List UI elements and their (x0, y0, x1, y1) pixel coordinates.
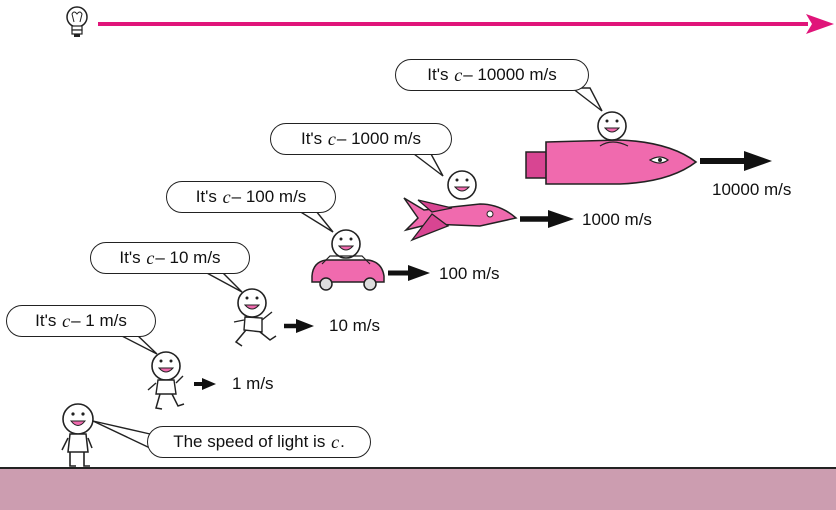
walking-figure (147, 351, 185, 410)
bubble-prefix: It's (35, 311, 57, 330)
speed-arrow-2 (284, 319, 314, 333)
bubble-symbol: c (62, 310, 71, 331)
rocket-figure (525, 111, 698, 185)
speed-arrow-5 (700, 151, 772, 171)
observer-figure (61, 403, 94, 467)
observer-statement: The speed of light is (173, 432, 326, 451)
speed-label-3: 100 m/s (439, 264, 500, 283)
speed-arrow-1 (194, 378, 216, 390)
bubble-relative-speed: – 10000 m/s (463, 65, 557, 84)
bubble-tail-4 (411, 153, 444, 177)
speech-bubble-1: It's c– 1 m/s (6, 305, 156, 337)
speech-bubble-3: It's c– 100 m/s (166, 181, 336, 213)
speed-label-5: 10000 m/s (712, 180, 792, 199)
bubble-prefix: It's (300, 129, 323, 148)
bubble-relative-speed: – 1 m/s (71, 311, 127, 330)
bubble-tail-3 (296, 210, 334, 233)
bubble-tail-5 (569, 87, 603, 112)
observer-speech-bubble: The speed of light is c. (147, 426, 371, 458)
running-figure (233, 288, 277, 347)
car-figure (311, 229, 385, 291)
speed-label-4: 1000 m/s (582, 210, 652, 229)
bubble-symbol: c (222, 186, 231, 207)
bubble-relative-speed: – 10 m/s (155, 248, 221, 267)
speech-bubble-5: It's c– 10000 m/s (395, 59, 589, 91)
bubble-prefix: It's (427, 65, 449, 84)
speed-label-1: 1 m/s (232, 374, 274, 393)
ground (0, 467, 836, 510)
speed-of-light-symbol: c (331, 431, 340, 452)
bubble-tail-2 (204, 271, 243, 293)
bubble-relative-speed: – 100 m/s (231, 187, 307, 206)
speed-arrow-3 (388, 265, 430, 281)
light-ray-arrow (98, 14, 834, 34)
speed-label-2: 10 m/s (329, 316, 381, 335)
speech-bubble-2: It's c– 10 m/s (90, 242, 250, 274)
bubble-tail-1 (117, 333, 158, 355)
observer-statement-end: . (340, 432, 345, 451)
jet-figure (403, 170, 518, 242)
observer-bubble-tail (92, 420, 151, 450)
bubble-symbol: c (454, 64, 463, 85)
bubble-prefix: It's (195, 187, 217, 206)
light-bulb-icon (66, 6, 88, 37)
speech-bubble-4: It's c– 1000 m/s (270, 123, 452, 155)
bubble-symbol: c (327, 128, 336, 149)
bubble-relative-speed: – 1000 m/s (336, 129, 422, 148)
bubble-prefix: It's (119, 248, 141, 267)
speed-arrow-4 (520, 210, 574, 228)
bubble-symbol: c (146, 247, 155, 268)
